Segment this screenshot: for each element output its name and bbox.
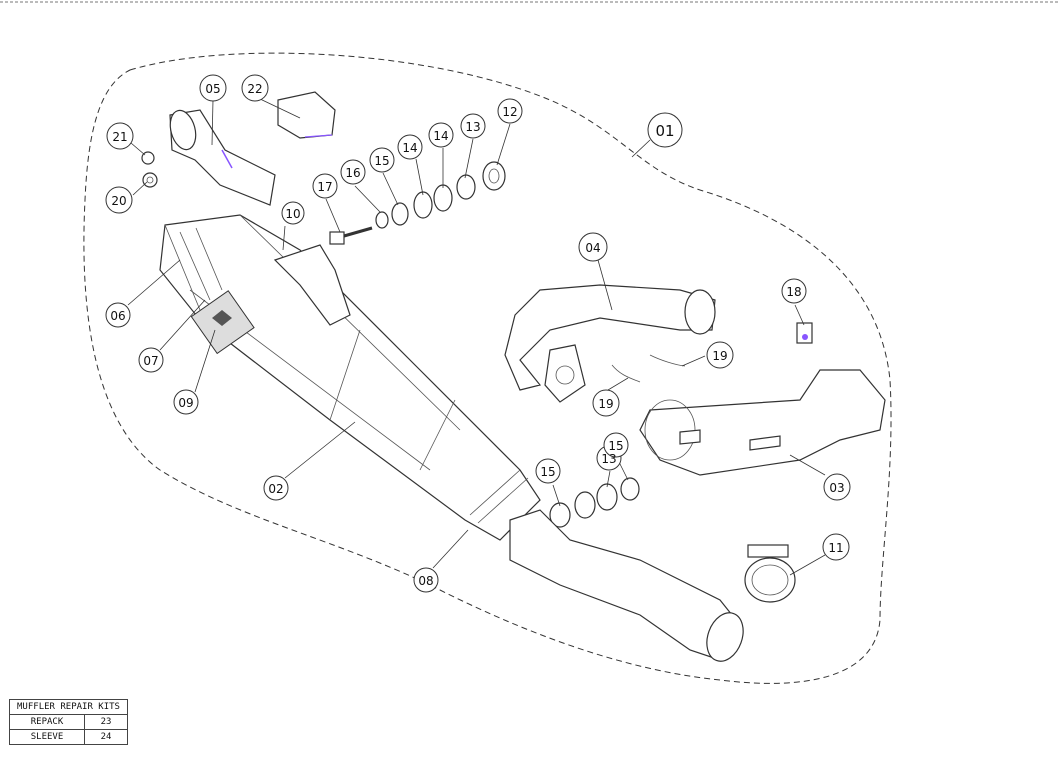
- kit-number-cell: 23: [84, 714, 128, 730]
- callout-label: 08: [418, 574, 433, 588]
- callout-circle-17: [312, 173, 338, 199]
- callout-label: 06: [110, 309, 125, 323]
- hanger-bracket: [273, 244, 351, 326]
- callout-circle-05: [199, 74, 227, 102]
- callout-circle-15b: [535, 458, 561, 484]
- callout-circle-04: [578, 232, 608, 262]
- callout-circle-09: [173, 389, 199, 415]
- clip: [796, 322, 813, 344]
- callout-label: 15: [608, 439, 623, 453]
- callout-circle-19a: [706, 341, 734, 369]
- callout-circle-11: [822, 533, 850, 561]
- callout-label: 18: [786, 285, 801, 299]
- mounting-hardware: [329, 161, 506, 245]
- callout-circle-14b: [428, 122, 454, 148]
- callout-label: 13: [601, 452, 616, 466]
- callout-circle-10: [281, 201, 305, 225]
- kit-name-cell: SLEEVE: [9, 729, 85, 745]
- kit-number-cell: 24: [84, 729, 128, 745]
- callout-label: 17: [317, 180, 332, 194]
- table-row: SLEEVE 24: [9, 729, 128, 745]
- header-pipe: [504, 284, 716, 403]
- callout-label: 20: [111, 194, 126, 208]
- callout-label: 12: [502, 105, 517, 119]
- callout-label: 10: [285, 207, 300, 221]
- outlet-pipe: [509, 509, 744, 662]
- table-row: REPACK 23: [9, 714, 128, 730]
- callout-label: 13: [465, 120, 480, 134]
- table-header-row: MUFFLER REPAIR KITS: [9, 699, 128, 715]
- spring: [649, 354, 686, 367]
- callout-circle-18: [781, 278, 807, 304]
- callout-label: 19: [598, 397, 613, 411]
- callout-label: 16: [345, 166, 360, 180]
- washer: [620, 477, 640, 501]
- repair-kits-table: MUFFLER REPAIR KITS REPACK 23 SLEEVE 24: [9, 699, 128, 745]
- outlet-ring: [469, 469, 529, 524]
- logo-plate: [190, 290, 255, 355]
- pipe-clamp: [744, 544, 796, 603]
- washer: [142, 172, 158, 188]
- callout-label: 14: [402, 141, 417, 155]
- callout-circle-21: [106, 122, 134, 150]
- callout-circle-14a: [397, 134, 423, 160]
- end-cap: [277, 91, 336, 139]
- callout-label: 22: [247, 82, 262, 96]
- kit-name-cell: REPACK: [9, 714, 85, 730]
- callout-label: 14: [433, 129, 448, 143]
- callouts: 01 02 03 04 05 06 07 08 09 10 11 12 13 1…: [105, 74, 851, 593]
- callout-label: 09: [178, 396, 193, 410]
- washer: [549, 502, 571, 528]
- spring: [611, 364, 641, 383]
- callout-circle-12: [497, 98, 523, 124]
- callout-label: 04: [585, 241, 600, 255]
- callout-label: 15: [540, 465, 555, 479]
- callout-circle-06: [105, 302, 131, 328]
- callout-circle-01: [647, 112, 683, 148]
- callout-circle-15c: [603, 432, 629, 458]
- callout-label: 19: [712, 349, 727, 363]
- table-title: MUFFLER REPAIR KITS: [9, 699, 128, 715]
- callout-circle-02: [263, 475, 289, 501]
- callout-label: 05: [205, 82, 220, 96]
- callout-label: 11: [828, 541, 843, 555]
- callout-circle-20: [105, 186, 133, 214]
- spacer: [596, 483, 618, 511]
- spacer: [574, 491, 596, 519]
- callout-circle-13a: [460, 113, 486, 139]
- callout-label: 07: [143, 354, 158, 368]
- callout-label: 02: [268, 482, 283, 496]
- callout-circle-03: [823, 473, 851, 501]
- callout-circle-19b: [592, 389, 620, 417]
- mid-pipe: [639, 369, 886, 476]
- muffler-body: [159, 214, 541, 541]
- callout-label: 03: [829, 481, 844, 495]
- callout-circle-15a: [369, 147, 395, 173]
- callout-label: 15: [374, 154, 389, 168]
- link-pipe: [169, 109, 276, 206]
- callout-circle-16: [340, 159, 366, 185]
- callout-label: 21: [112, 130, 127, 144]
- callout-label: 01: [655, 122, 674, 140]
- kit-boundary: [83, 52, 892, 684]
- callout-circle-07: [138, 347, 164, 373]
- callout-circle-08: [413, 567, 439, 593]
- callout-circle-22: [241, 74, 269, 102]
